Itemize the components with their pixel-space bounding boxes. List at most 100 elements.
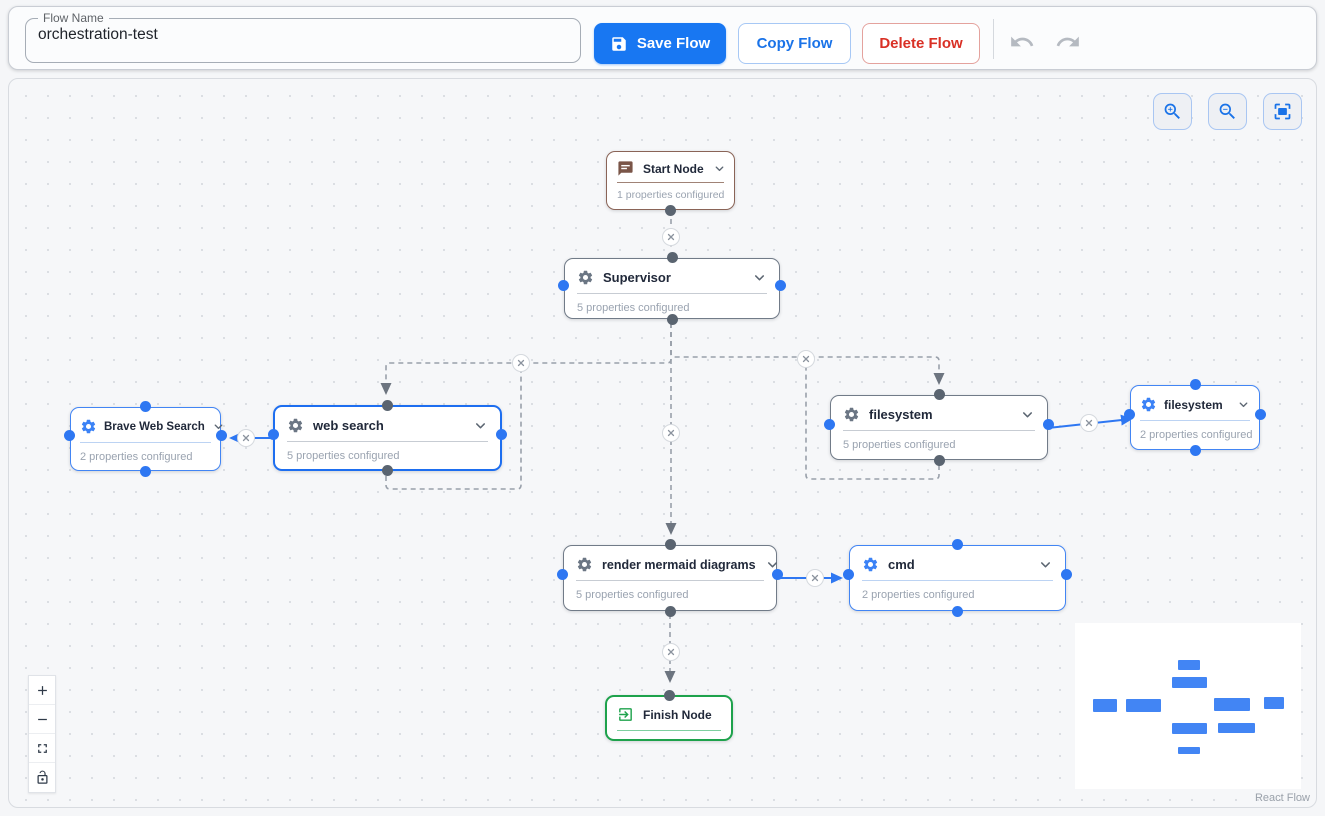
node-divider	[862, 580, 1053, 581]
canvas-controls	[28, 675, 56, 793]
gear-icon	[287, 417, 304, 434]
node-divider	[1140, 420, 1250, 421]
undo-icon[interactable]	[1009, 29, 1035, 55]
handle-bottom[interactable]	[666, 314, 678, 325]
copy-flow-label: Copy Flow	[756, 35, 833, 52]
handle-left[interactable]	[557, 569, 568, 580]
handle-bottom[interactable]	[665, 205, 676, 216]
handle-bottom[interactable]	[1189, 445, 1201, 456]
node-divider	[576, 580, 764, 581]
node-render-mermaid-diagrams[interactable]: render mermaid diagrams 5 properties con…	[557, 539, 783, 617]
handle-top[interactable]	[952, 539, 963, 550]
delete-flow-button[interactable]: Delete Flow	[862, 23, 980, 64]
node-title: filesystem	[1164, 397, 1223, 412]
handle-top[interactable]	[140, 401, 151, 412]
exit-icon	[617, 706, 634, 723]
handle-right[interactable]	[216, 430, 227, 441]
chevron-down-icon[interactable]	[1237, 398, 1250, 411]
copy-flow-button[interactable]: Copy Flow	[738, 23, 851, 64]
handle-right[interactable]	[1255, 408, 1266, 420]
fit-view-icon	[1272, 101, 1293, 122]
handle-left[interactable]	[843, 569, 854, 580]
handle-right[interactable]	[772, 569, 783, 580]
node-title: render mermaid diagrams	[602, 557, 756, 572]
minus-icon	[35, 712, 50, 727]
controls-zoom-out-button[interactable]	[29, 705, 55, 734]
node-divider	[617, 730, 721, 731]
minimap-node	[1093, 699, 1117, 712]
node-cmd[interactable]: cmd 2 properties configured	[843, 539, 1072, 617]
handle-bottom[interactable]	[140, 466, 151, 477]
handle-bottom[interactable]	[952, 606, 963, 617]
handle-top[interactable]	[664, 539, 676, 550]
node-brave-web-search[interactable]: Brave Web Search 2 properties configured	[64, 401, 227, 477]
handle-top[interactable]	[1189, 379, 1201, 390]
minimap-node	[1214, 698, 1250, 711]
redo-icon[interactable]	[1055, 29, 1081, 55]
handle-right[interactable]	[496, 429, 507, 440]
gear-icon	[576, 556, 593, 573]
plus-icon	[35, 683, 50, 698]
chevron-down-icon[interactable]	[713, 162, 726, 175]
fit-view-button[interactable]	[1263, 93, 1302, 130]
chevron-down-icon[interactable]	[1020, 407, 1035, 422]
handle-bottom[interactable]	[933, 455, 945, 466]
delete-flow-label: Delete Flow	[879, 35, 963, 52]
chevron-down-icon[interactable]	[473, 418, 488, 433]
node-subtitle: 2 properties configured	[862, 589, 975, 601]
react-flow-attribution: React Flow	[1254, 792, 1310, 804]
handle-right[interactable]	[1043, 418, 1054, 430]
node-subtitle: 5 properties configured	[287, 450, 400, 462]
handle-left[interactable]	[824, 418, 835, 430]
minimap-node	[1126, 699, 1161, 712]
node-start[interactable]: Start Node 1 properties configured	[606, 151, 735, 216]
handle-top[interactable]	[666, 252, 678, 263]
save-flow-button[interactable]: Save Flow	[594, 23, 726, 64]
minimap-node	[1172, 677, 1207, 688]
node-divider	[617, 182, 724, 183]
node-divider	[80, 442, 211, 443]
handle-left[interactable]	[64, 430, 75, 441]
handle-left[interactable]	[558, 279, 569, 291]
save-icon	[610, 35, 628, 53]
gear-icon	[843, 406, 860, 423]
handle-left[interactable]	[1124, 408, 1135, 420]
node-title: cmd	[888, 557, 915, 572]
minimap-node	[1264, 697, 1284, 709]
node-web-search[interactable]: web search 5 properties configured	[268, 400, 507, 476]
flow-name-input[interactable]	[26, 25, 580, 52]
handle-right[interactable]	[775, 279, 786, 291]
zoom-out-button[interactable]	[1208, 93, 1247, 130]
edge-delete-buttons	[237, 228, 1098, 661]
toolbar-divider	[993, 19, 994, 59]
gear-icon	[862, 556, 879, 573]
node-supervisor[interactable]: Supervisor 5 properties configured	[558, 252, 786, 325]
node-title: filesystem	[869, 407, 933, 422]
node-divider	[577, 293, 767, 294]
handle-top[interactable]	[382, 400, 393, 411]
gear-icon	[577, 269, 594, 286]
chevron-down-icon[interactable]	[752, 270, 767, 285]
node-filesystem-2[interactable]: filesystem 2 properties configured	[1124, 379, 1266, 456]
flow-canvas[interactable]: Start Node 1 properties configured Super…	[8, 78, 1317, 808]
toolbar: Flow Name Save Flow Copy Flow Delete Flo…	[8, 6, 1317, 70]
chevron-down-icon[interactable]	[1038, 557, 1053, 572]
zoom-in-icon	[1162, 101, 1183, 122]
node-finish[interactable]: Finish Node	[605, 690, 733, 741]
minimap[interactable]	[1075, 623, 1301, 789]
zoom-in-button[interactable]	[1153, 93, 1192, 130]
handle-left[interactable]	[268, 429, 279, 440]
controls-zoom-in-button[interactable]	[29, 676, 55, 705]
handle-top[interactable]	[933, 389, 945, 400]
handle-right[interactable]	[1061, 569, 1072, 580]
handle-top[interactable]	[663, 690, 675, 701]
lock-icon	[35, 770, 50, 785]
controls-lock-button[interactable]	[29, 763, 55, 792]
node-subtitle: 5 properties configured	[577, 302, 690, 314]
controls-fit-view-button[interactable]	[29, 734, 55, 763]
handle-bottom[interactable]	[664, 606, 676, 617]
edges-layer	[229, 219, 1133, 683]
handle-bottom[interactable]	[382, 465, 393, 476]
node-filesystem[interactable]: filesystem 5 properties configured	[824, 389, 1054, 466]
minimap-node	[1218, 723, 1255, 733]
